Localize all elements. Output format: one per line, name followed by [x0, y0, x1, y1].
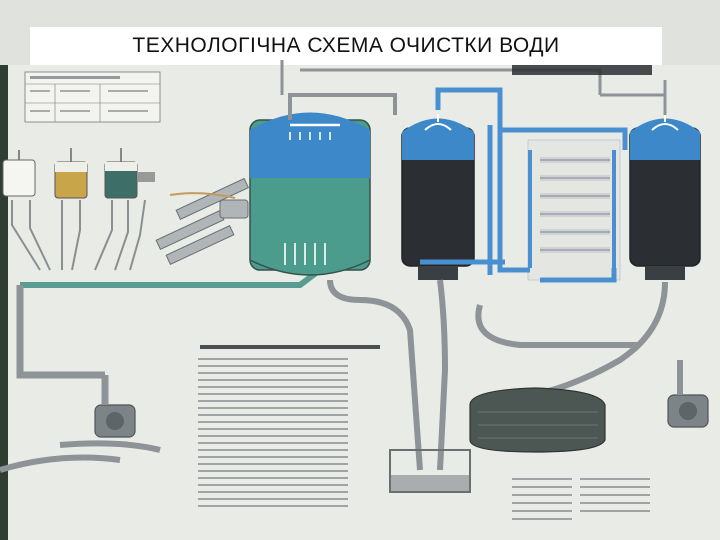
- pump-icon: [94, 375, 136, 438]
- reagent-feed-line: [169, 192, 236, 199]
- pit-water: [391, 475, 469, 491]
- reagent-vessel-icon: [104, 148, 155, 199]
- reagent-vessel-icon: [54, 148, 88, 199]
- intake-pipe: [16, 285, 105, 379]
- carbon-filter-icon: [401, 114, 475, 280]
- overflow-pipe: [288, 93, 397, 120]
- outflow-pipe: [0, 440, 161, 473]
- treated-water-pipes: [420, 87, 628, 283]
- diagram-title: ТЕХНОЛОГІЧНА СХЕМА ОЧИСТКИ ВОДИ: [132, 34, 560, 57]
- pump-icon: [667, 394, 709, 428]
- dosing-pipe: [20, 267, 322, 288]
- reagent-vessel-icon: [2, 150, 36, 197]
- carbon-filter-icon: [629, 114, 701, 280]
- pit: [389, 449, 471, 493]
- mixer-manifold: [155, 177, 250, 265]
- reagent-lines: [11, 199, 146, 271]
- poster-left-border: [0, 65, 8, 540]
- settling-tank-icon: [249, 112, 371, 276]
- legend-block: [512, 478, 650, 520]
- poster-header-fragment: [512, 65, 652, 75]
- reagent-table: [24, 71, 161, 123]
- description-text-block: [198, 345, 380, 507]
- reservoir-icon: [469, 387, 606, 453]
- heat-exchanger-icon: [527, 139, 621, 281]
